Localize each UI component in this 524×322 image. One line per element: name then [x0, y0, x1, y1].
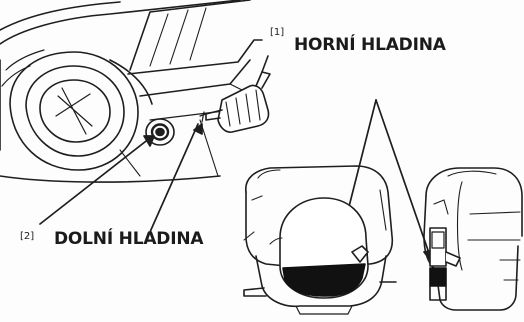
side-cutaway-view: [424, 168, 522, 310]
lower-level-label: DOLNÍ HLADINA: [54, 231, 203, 248]
oil-level-side: [430, 268, 446, 286]
front-cutaway-view: [244, 166, 396, 314]
oil-cap: [200, 85, 269, 132]
callout-number-2: [2]: [20, 232, 34, 242]
engine-closeup: [0, 0, 270, 182]
upper-level-label: HORNÍ HLADINA: [294, 37, 446, 54]
callout-number-1: [1]: [270, 28, 284, 38]
